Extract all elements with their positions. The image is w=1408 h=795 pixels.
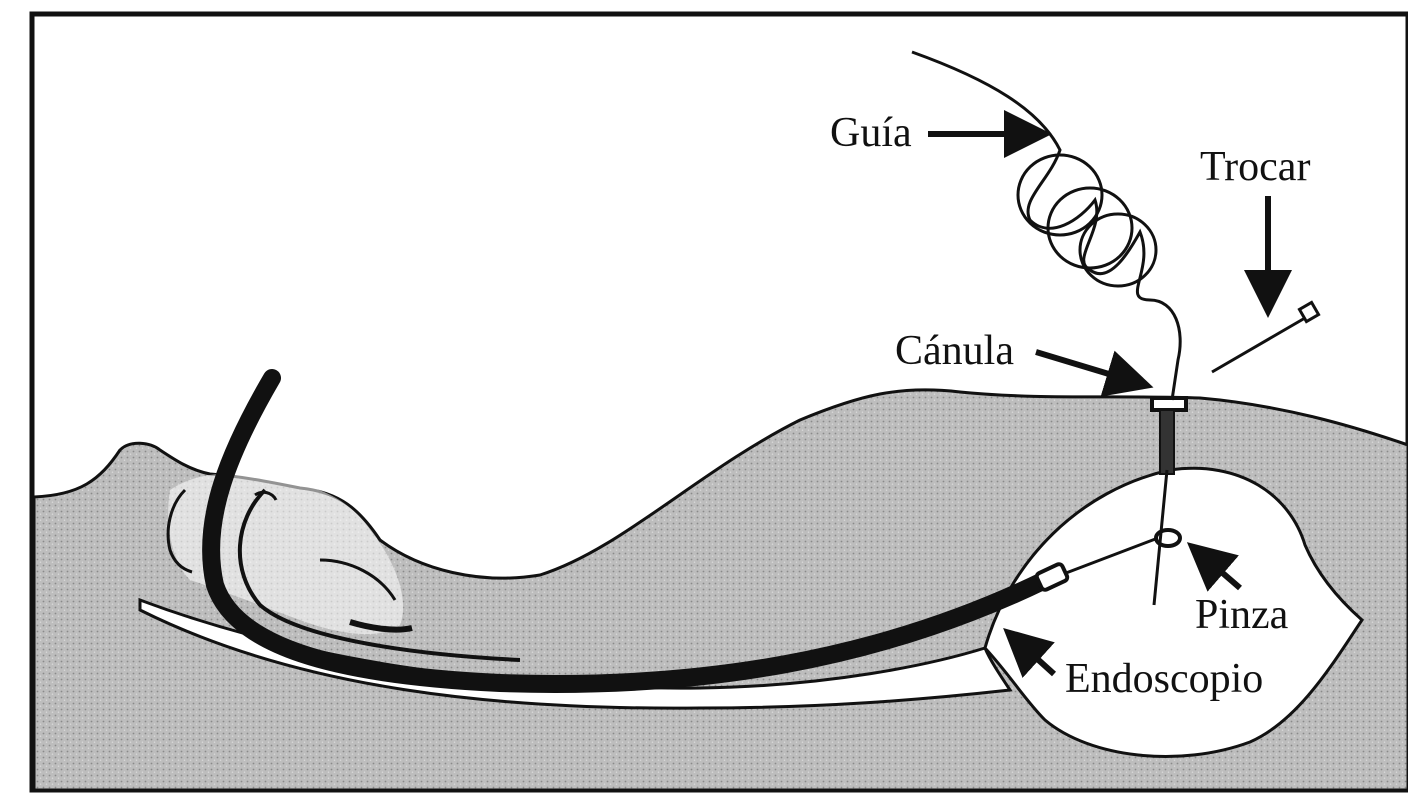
- label-pinza: Pinza: [1195, 592, 1289, 638]
- label-canula: Cánula: [895, 328, 1014, 374]
- label-trocar: Trocar: [1200, 144, 1310, 190]
- label-endoscopio: Endoscopio: [1065, 656, 1263, 702]
- cannula-shaft: [1160, 410, 1174, 474]
- label-guia: Guía: [830, 110, 912, 156]
- cannula-cap: [1152, 398, 1186, 410]
